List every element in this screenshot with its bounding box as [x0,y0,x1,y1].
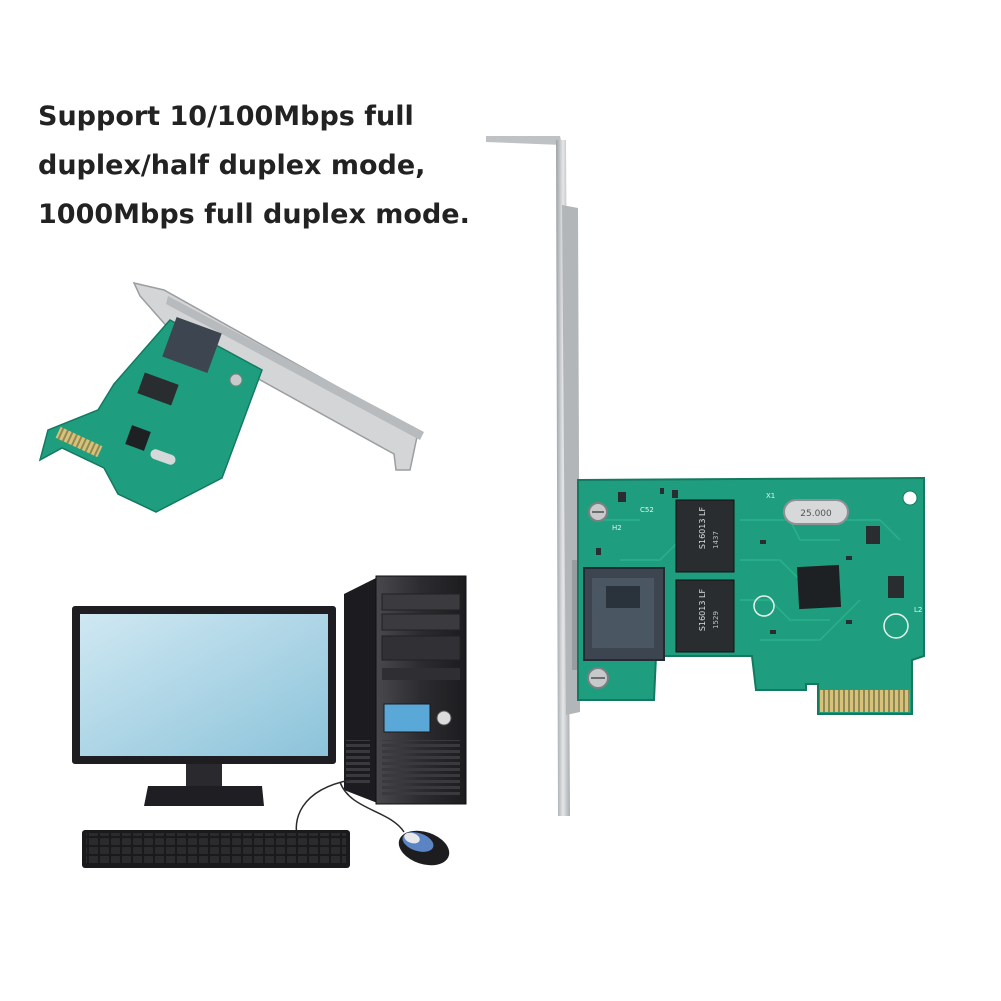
monitor [72,606,336,806]
small-gold-fingers [55,426,103,458]
crystal-label: 25.000 [800,509,832,519]
controller-chip [796,564,842,610]
keyboard [82,830,350,868]
capacitor-2 [883,613,909,639]
transformer-chip-2: S16013 LF 1529 [675,579,735,653]
rj45-port [583,567,665,661]
transformer-chip-1: S16013 LF 1437 [675,499,735,573]
pc-tower [344,575,467,805]
smd-components [596,488,904,634]
small-transformer [137,372,179,406]
pcb-traces [600,519,901,641]
silk-x1: X1 [766,492,775,500]
small-controller-chip [125,425,151,451]
chip-label-1: S16013 LF [698,507,707,550]
chip-code-2: 1529 [712,611,720,629]
caption-line-2: duplex/half duplex mode, [38,150,426,181]
crystal-oscillator: 25.000 [783,499,849,525]
caption-line-1: Support 10/100Mbps full [38,101,414,132]
chip-label-2: S16013 LF [698,589,707,632]
silk-h2: H2 [612,524,622,532]
small-crystal [150,449,176,465]
mouse-cable [339,781,405,833]
network-card-large: S16013 LF 1437 S16013 LF 1529 25.000 [486,136,925,816]
feature-caption: Support 10/100Mbps full duplex/half dupl… [38,92,508,239]
optical-drive-1 [381,593,461,611]
chip-code-1: 1437 [712,531,720,549]
mount-hole [902,490,918,506]
monitor-screen [80,614,328,756]
mounting-bracket [486,136,580,816]
capacitor-1 [753,595,775,617]
pcie-gold-fingers [820,690,910,712]
caption-line-3: 1000Mbps full duplex mode. [38,199,470,230]
small-rj45-port [162,317,222,373]
silk-l2: L2 [914,606,922,614]
power-button-icon [436,710,452,726]
mouse [398,830,450,866]
optical-drive-2 [381,613,461,631]
network-card-small [38,281,424,513]
silk-c52: C52 [640,506,654,514]
front-lcd-panel [383,703,431,733]
